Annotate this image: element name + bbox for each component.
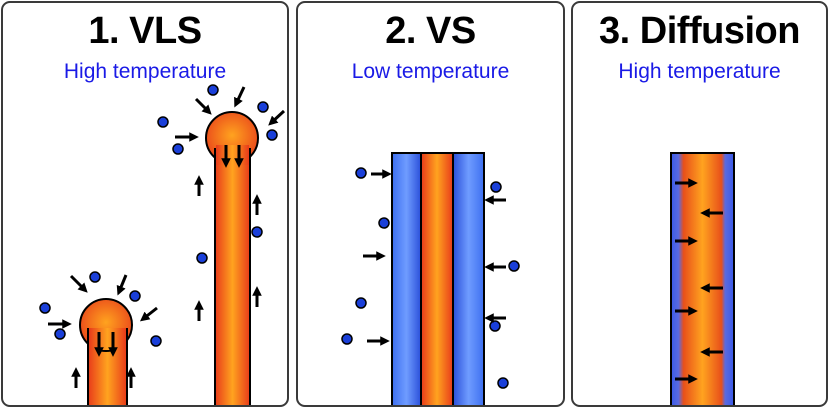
- arrows: [363, 169, 506, 346]
- atom-dots: [39, 84, 278, 347]
- arrow-icon: [139, 306, 158, 322]
- atom-dot: [378, 217, 390, 229]
- atom-dot: [157, 116, 169, 128]
- arrow-icon: [268, 109, 286, 126]
- panel-title: 2. VS: [385, 10, 476, 52]
- atom-dot: [196, 252, 208, 264]
- atom-dot: [257, 101, 269, 113]
- atom-dot: [129, 290, 141, 302]
- core-nanowire: [421, 153, 453, 405]
- atom-dot: [497, 377, 509, 389]
- panel-diffusion: 3. Diffusion High temperature: [571, 1, 828, 407]
- atom-dot: [54, 328, 66, 340]
- panel-vls: 1. VLS High temperature: [1, 1, 289, 407]
- atom-dot: [89, 271, 101, 283]
- atom-dot: [150, 335, 162, 347]
- atom-dot: [508, 260, 520, 272]
- arrow-icon: [69, 274, 88, 293]
- left-shell-layer: [392, 153, 421, 405]
- arrow-icon: [234, 86, 246, 108]
- atom-dot: [39, 302, 51, 314]
- vs-illustration: [341, 152, 520, 405]
- panel-subtitle: High temperature: [63, 60, 227, 83]
- vls-illustration: [39, 84, 286, 405]
- tall-nanowire: [214, 142, 251, 405]
- arrow-icon: [116, 274, 128, 296]
- diffused-nanowire: [670, 152, 735, 405]
- diffusion-illustration: [670, 152, 735, 405]
- right-shell-layer: [453, 153, 484, 405]
- atom-dots: [341, 167, 520, 389]
- atom-dot: [172, 143, 184, 155]
- atom-dot: [355, 297, 367, 309]
- atom-dot: [251, 226, 263, 238]
- panel-subtitle: Low temperature: [351, 60, 510, 83]
- panel-subtitle: High temperature: [618, 60, 781, 83]
- arrows: [675, 178, 723, 384]
- atom-dot: [490, 181, 502, 193]
- atom-dot: [341, 333, 353, 345]
- arrow-icon: [194, 97, 212, 115]
- atom-dot: [207, 84, 219, 96]
- atom-dot: [489, 320, 501, 332]
- arrows: [48, 86, 286, 388]
- atom-dot: [266, 129, 278, 141]
- panel-vs: 2. VS Low temperature: [296, 1, 565, 407]
- panel-title: 3. Diffusion: [599, 10, 800, 52]
- atom-dot: [355, 167, 367, 179]
- panel-title: 1. VLS: [88, 10, 202, 52]
